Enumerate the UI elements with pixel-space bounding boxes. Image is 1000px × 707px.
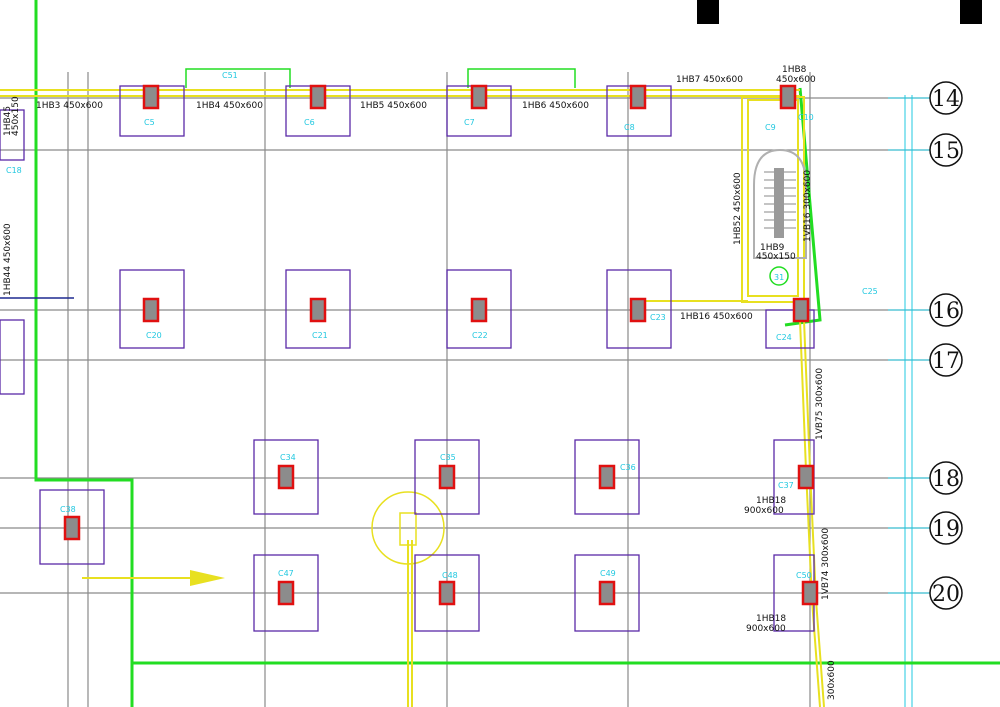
beam-label: 900x600: [746, 624, 786, 634]
column: [779, 84, 797, 110]
corner-mark-left: [697, 0, 719, 24]
column-label: C22: [472, 331, 488, 340]
column: [63, 515, 81, 541]
column: [598, 580, 616, 606]
column-label: C37: [778, 481, 794, 490]
beam-label: 300x600: [827, 660, 837, 700]
column-label: C25: [862, 287, 878, 296]
beam-label: 1HB45: [3, 106, 13, 136]
column: [142, 297, 160, 323]
grid-label: 20: [932, 582, 960, 607]
column: [438, 464, 456, 490]
vertical-grid-lines: [67, 72, 811, 707]
column-label: C24: [776, 333, 792, 342]
grid-bubble-20: 20: [929, 576, 963, 610]
column-label: C50: [796, 571, 812, 580]
direction-arrow: [82, 570, 225, 586]
grid-label: 14: [932, 87, 960, 112]
column-label: C5: [144, 118, 155, 127]
grid-label: 18: [932, 467, 960, 492]
column-label: C8: [624, 123, 635, 132]
beam-label: 1VB75 300x600: [815, 368, 825, 440]
beam-label: 1HB7 450x600: [676, 75, 743, 85]
column: [792, 297, 810, 323]
column-label: C7: [464, 118, 475, 127]
yellow-beams: [0, 89, 825, 707]
column: [309, 297, 327, 323]
column: [438, 580, 456, 606]
grid-bubble-18: 18: [929, 461, 963, 495]
beam-label: 1HB3 450x600: [36, 101, 103, 111]
grid-label: 19: [932, 517, 960, 542]
column: [470, 84, 488, 110]
beam-label: 450x600: [776, 75, 816, 85]
beam-labels: 1HB3 450x600 1HB4 450x600 1HB5 450x600 1…: [3, 65, 837, 700]
column-label: C18: [6, 166, 22, 175]
column-label: C36: [620, 463, 636, 472]
beam-label: 1VB74 300x600: [821, 528, 831, 600]
corner-mark-right: [960, 0, 982, 24]
stair-core: [753, 148, 807, 286]
column-label: C49: [600, 569, 616, 578]
beam-label: 1HB9: [760, 243, 785, 253]
grid-bubble-17: 17: [929, 343, 963, 377]
column: [598, 464, 616, 490]
column-label: C23: [650, 313, 666, 322]
column: [797, 464, 815, 490]
grid-bubble-14: 14: [929, 81, 963, 115]
column: [277, 580, 295, 606]
beam-label: 1HB52 450x600: [733, 172, 743, 245]
columns: [63, 84, 819, 606]
beam-label: 1VB16 300x600: [803, 170, 813, 242]
grid-label: 17: [932, 349, 960, 374]
beam-label: 1HB8: [782, 65, 807, 75]
column: [629, 84, 647, 110]
column: [142, 84, 160, 110]
column-label: C35: [440, 453, 456, 462]
beam-label: 900x600: [744, 506, 784, 516]
beam-label: 1HB4 450x600: [196, 101, 263, 111]
beam-label: 450x150: [11, 96, 21, 136]
beam-label: 1HB16 450x600: [680, 312, 753, 322]
column: [277, 464, 295, 490]
grid-bubble-16: 16: [929, 293, 963, 327]
grid-label: 15: [932, 139, 960, 164]
grid-label: 16: [932, 299, 960, 324]
column-label: C38: [60, 505, 76, 514]
column-labels: C5 C6 C7 C8 C9 C10 C18 C20 C21 C22 C23 C…: [6, 71, 878, 580]
column-label: C21: [312, 331, 328, 340]
column: [801, 580, 819, 606]
column-label: C20: [146, 331, 162, 340]
beam-label: 450x150: [756, 252, 796, 262]
beam-label: 1HB18: [756, 496, 786, 506]
column-label: C9: [765, 123, 776, 132]
green-edge-beams: [185, 68, 576, 88]
column-label: C10: [798, 113, 814, 122]
column-label: C6: [304, 118, 315, 127]
column-label: C47: [278, 569, 294, 578]
beam-label: 1HB44 450x600: [3, 223, 13, 296]
column-label: 31: [774, 273, 784, 282]
dimension-lines: [888, 95, 935, 707]
beam-label: 1HB5 450x600: [360, 101, 427, 111]
stair-symbol-circle: [769, 266, 789, 286]
beam-label: 1HB18: [756, 614, 786, 624]
column-label: C34: [280, 453, 296, 462]
yellow-round-marker: [371, 491, 445, 565]
column: [629, 297, 647, 323]
column: [309, 84, 327, 110]
column: [470, 297, 488, 323]
beam-label: 1HB6 450x600: [522, 101, 589, 111]
grid-bubbles: 14 15 16 17 18 19 20: [929, 81, 963, 610]
grid-bubble-15: 15: [929, 133, 963, 167]
grid-bubble-19: 19: [929, 511, 963, 545]
column-label: C51: [222, 71, 238, 80]
green-boundary: [34, 0, 1000, 707]
column-label: C48: [442, 571, 458, 580]
